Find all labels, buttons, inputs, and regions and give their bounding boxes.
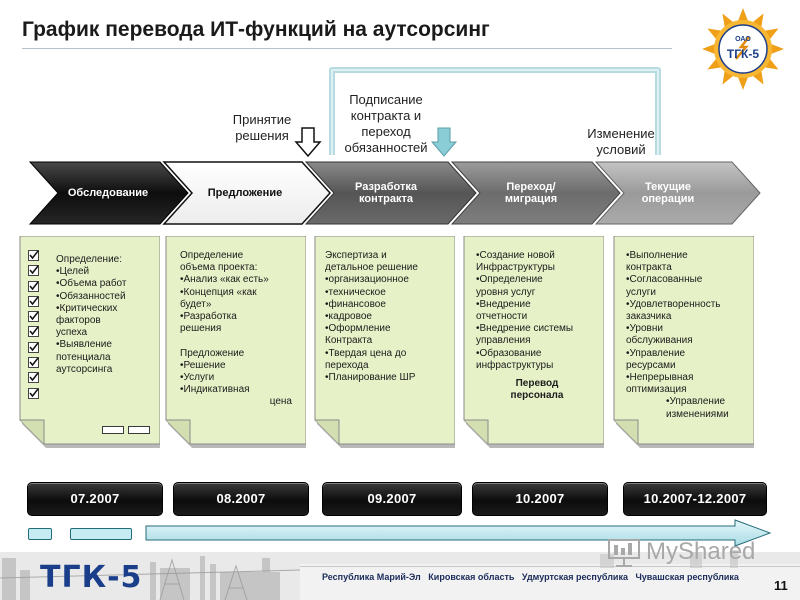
date-badge: 07.2007 <box>27 482 163 516</box>
note-paper <box>463 236 604 448</box>
phase-survey-label: Обследование <box>67 187 149 199</box>
page-number: 11 <box>774 578 788 593</box>
checkbox-icon <box>28 341 39 353</box>
region-kirov: Кировская область <box>428 572 515 582</box>
placeholder-box <box>128 426 150 434</box>
logo-sun-icon <box>702 8 784 90</box>
logo-oao-text: ОАО <box>735 36 751 43</box>
phase-proposal-label: Предложение <box>207 187 283 199</box>
footer-brand: ТГК-5 <box>40 560 143 595</box>
note-migration-text: •Создание новой Инфраструктуры •Определе… <box>476 250 574 402</box>
checkbox-icon <box>28 387 39 399</box>
note-migration: •Создание новой Инфраструктуры •Определе… <box>462 236 604 450</box>
checkbox-icon <box>28 280 39 292</box>
region-udmurtia: Удмуртская республика <box>521 572 628 582</box>
title-divider <box>22 48 672 49</box>
presentation-board-icon <box>608 539 640 567</box>
watermark: MyShared <box>606 538 766 570</box>
note-operations-text: •Выполнение контракта •Согласованные усл… <box>626 250 729 420</box>
milestone-change-conditions: Изменение условий <box>587 126 655 157</box>
checkbox-icon <box>28 372 39 384</box>
timeline-segment <box>70 528 132 540</box>
checkbox-icon <box>28 357 39 369</box>
note-proposal: Определение объема проекта: •Анализ «как… <box>164 236 306 450</box>
phase-migration-label: Переход/миграция <box>504 181 558 205</box>
checkbox-icon <box>28 326 39 338</box>
note-contract: Экспертиза и детальное решение •организа… <box>313 236 455 450</box>
date-badge: 10.2007-12.2007 <box>623 482 767 516</box>
note-paper <box>165 236 306 448</box>
watermark-text: MyShared <box>646 538 756 565</box>
note-paper <box>314 236 455 448</box>
note-paper <box>19 236 160 448</box>
placeholder-box <box>102 426 124 434</box>
region-chuvashia: Чувашская республика <box>635 572 739 582</box>
date-badge: 10.2007 <box>472 482 608 516</box>
footer-industrial-photo <box>0 550 800 600</box>
note-proposal-text: Определение объема проекта: •Анализ «как… <box>180 250 292 408</box>
milestone-decision: Принятие решения <box>232 112 292 143</box>
note-survey-text: Определение: •Целей •Объема работ •Обяза… <box>56 254 127 375</box>
milestone-contract-signing: Подписание контракта и переход обязаннос… <box>344 92 428 155</box>
timeline-segment <box>28 528 52 540</box>
note-paper <box>613 236 754 448</box>
checkbox-icon <box>28 250 39 261</box>
note-operations: •Выполнение контракта •Согласованные усл… <box>612 236 754 450</box>
checklist <box>28 250 40 403</box>
logo-brand-text: ТГК-5 <box>726 47 760 61</box>
checkbox-icon <box>28 311 39 323</box>
note-contract-text: Экспертиза и детальное решение •организа… <box>325 250 418 384</box>
checkbox-icon <box>28 295 39 307</box>
company-logo: ОАО ТГК-5 <box>700 6 786 92</box>
note-survey: Определение: •Целей •Объема работ •Обяза… <box>18 236 160 450</box>
page-title: График перевода ИТ-функций на аутсорсинг <box>22 18 490 41</box>
date-badge: 09.2007 <box>322 482 462 516</box>
footer-regions: Республика Марий-Эл Кировская область Уд… <box>322 572 739 582</box>
checkbox-icon <box>28 265 39 277</box>
region-mari-el: Республика Марий-Эл <box>322 572 421 582</box>
date-badge: 08.2007 <box>173 482 309 516</box>
